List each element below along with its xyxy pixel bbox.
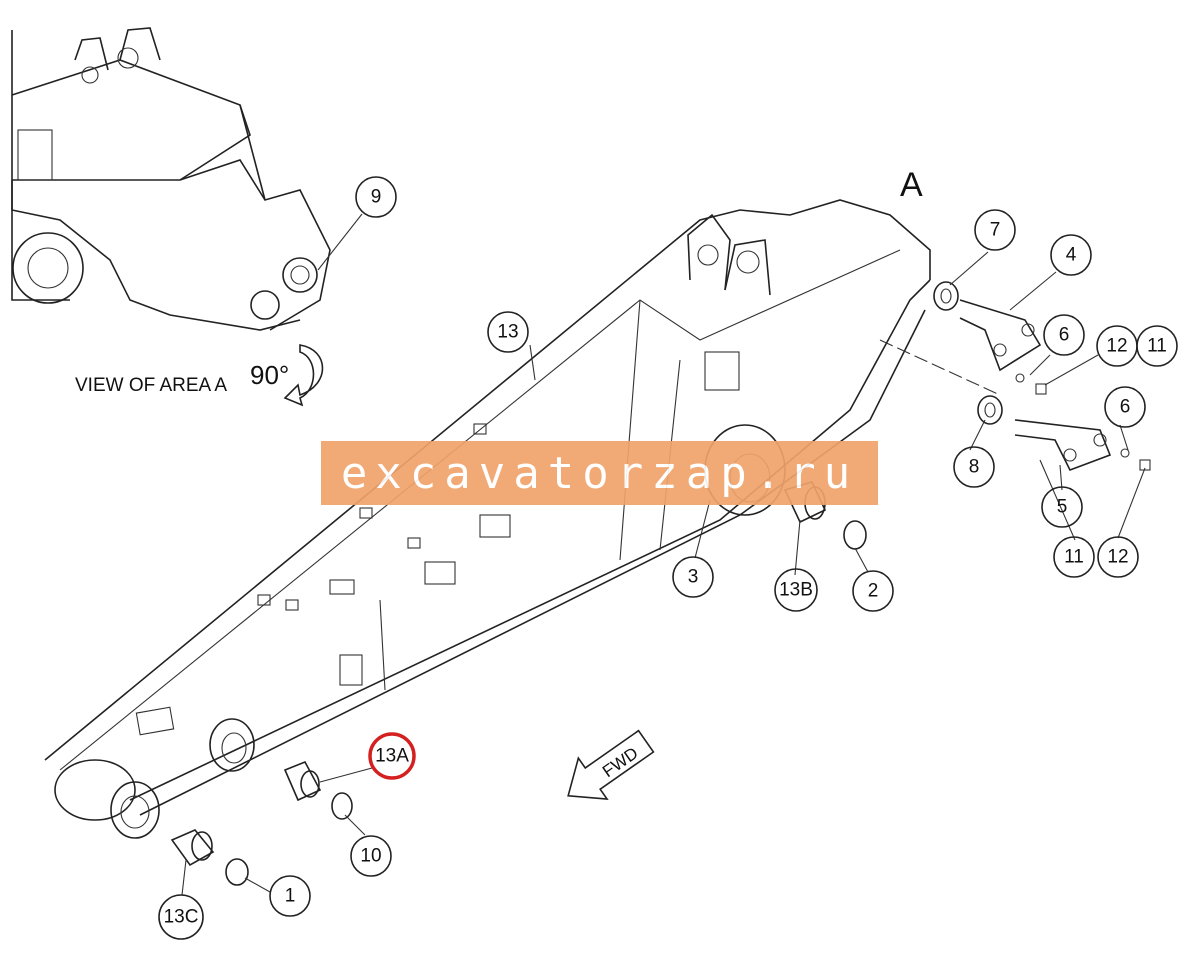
callout-4-label: 4 bbox=[1066, 245, 1077, 266]
watermark-text: excavatorzap.ru bbox=[340, 447, 859, 499]
callout-9-label: 9 bbox=[371, 187, 382, 208]
area-label: A bbox=[900, 166, 923, 204]
callout-1-label: 1 bbox=[285, 886, 296, 907]
boom-body bbox=[44, 199, 931, 839]
callout-6-lower-label: 6 bbox=[1120, 397, 1131, 418]
callout-7-label: 7 bbox=[990, 220, 1001, 241]
callout-4: 4 bbox=[1050, 234, 1092, 276]
callouts: 9 13 7 4 6 12 11 6 8 5 11 12 3 13B 2 13A… bbox=[158, 176, 1178, 940]
callout-3-label: 3 bbox=[688, 567, 699, 588]
callout-13c-label: 13C bbox=[164, 907, 199, 928]
callout-11-lower-label: 11 bbox=[1064, 547, 1084, 568]
callout-10-label: 10 bbox=[360, 846, 381, 867]
rotation-arrow-icon bbox=[283, 344, 324, 407]
callout-5-label: 5 bbox=[1057, 497, 1068, 518]
callout-10: 10 bbox=[350, 835, 392, 877]
callout-13-label: 13 bbox=[497, 322, 518, 343]
callout-12-lower-label: 12 bbox=[1107, 547, 1128, 568]
callout-12-upper: 12 bbox=[1096, 325, 1138, 367]
watermark-banner: excavatorzap.ru bbox=[321, 441, 878, 505]
callout-13b-label: 13B bbox=[779, 580, 813, 601]
callout-11-lower: 11 bbox=[1053, 536, 1095, 578]
callout-13c: 13C bbox=[158, 894, 204, 940]
callout-9: 9 bbox=[355, 176, 397, 218]
callout-8-label: 8 bbox=[969, 457, 980, 478]
callout-13b: 13B bbox=[774, 568, 818, 612]
callout-13a-label: 13A bbox=[375, 746, 409, 767]
callout-13: 13 bbox=[487, 311, 529, 353]
rotation-label: 90° bbox=[250, 360, 289, 390]
callout-1: 1 bbox=[269, 875, 311, 917]
loose-parts bbox=[170, 281, 1151, 886]
callout-11-upper: 11 bbox=[1136, 325, 1178, 367]
callout-11-upper-label: 11 bbox=[1147, 336, 1167, 357]
callout-6-upper-label: 6 bbox=[1059, 325, 1070, 346]
callout-6-upper: 6 bbox=[1043, 314, 1085, 356]
callout-8: 8 bbox=[953, 446, 995, 488]
callout-13a: 13A bbox=[368, 732, 416, 780]
forward-direction-arrow: FWD bbox=[567, 729, 655, 801]
leader-lines bbox=[181, 251, 1146, 896]
callout-5: 5 bbox=[1041, 486, 1083, 528]
callout-12-lower: 12 bbox=[1097, 536, 1139, 578]
callout-3: 3 bbox=[672, 556, 714, 598]
view-caption: VIEW OF AREA A bbox=[75, 375, 227, 396]
callout-12-upper-label: 12 bbox=[1106, 336, 1127, 357]
callout-2-label: 2 bbox=[868, 581, 879, 602]
inset-view-area-a bbox=[11, 27, 363, 331]
callout-6-lower: 6 bbox=[1104, 386, 1146, 428]
callout-7: 7 bbox=[974, 209, 1016, 251]
callout-2: 2 bbox=[852, 570, 894, 612]
